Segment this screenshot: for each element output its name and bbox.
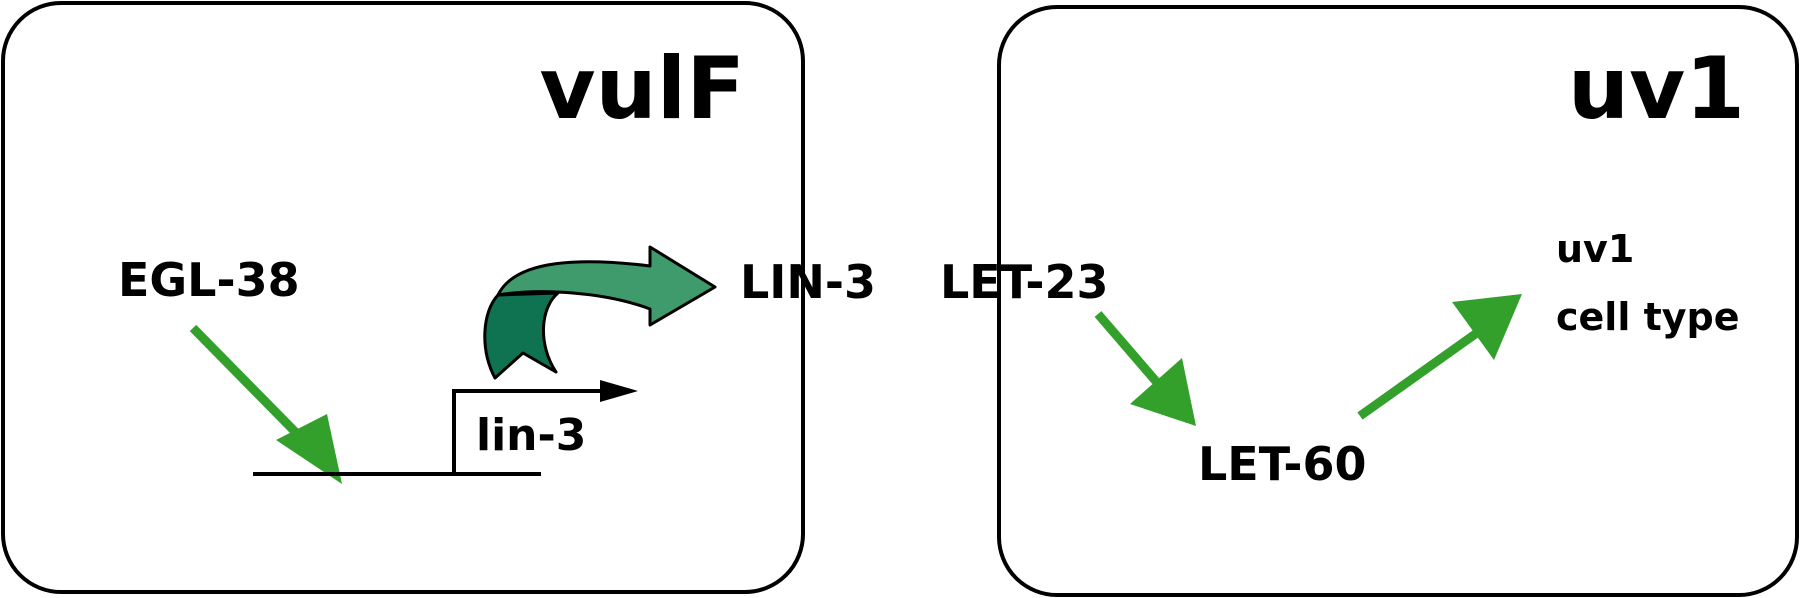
uv1-cell-type-label-line1: uv1 xyxy=(1556,227,1634,271)
let23-activation-arrow xyxy=(1094,311,1196,426)
let23-label: LET-23 xyxy=(940,255,1108,309)
vulf-panel-box xyxy=(1,1,805,594)
promoter-arrowhead xyxy=(600,380,638,402)
vulf-panel-title: vulF xyxy=(539,39,745,139)
egl38-label: EGL-38 xyxy=(118,253,300,307)
let60-label: LET-60 xyxy=(1198,437,1366,491)
lin3-gene-locus xyxy=(253,380,638,476)
lin3-gene-label: lin-3 xyxy=(476,410,586,461)
uv1-panel-box xyxy=(997,5,1799,597)
egl38-activation-arrow xyxy=(189,324,342,484)
uv1-panel-title: uv1 xyxy=(1568,39,1745,139)
let60-activation-arrow xyxy=(1357,294,1522,420)
expression-arrow xyxy=(483,245,717,380)
lin3-protein-label: LIN-3 xyxy=(740,255,876,309)
uv1-cell-type-label-line2: cell type xyxy=(1556,295,1740,339)
